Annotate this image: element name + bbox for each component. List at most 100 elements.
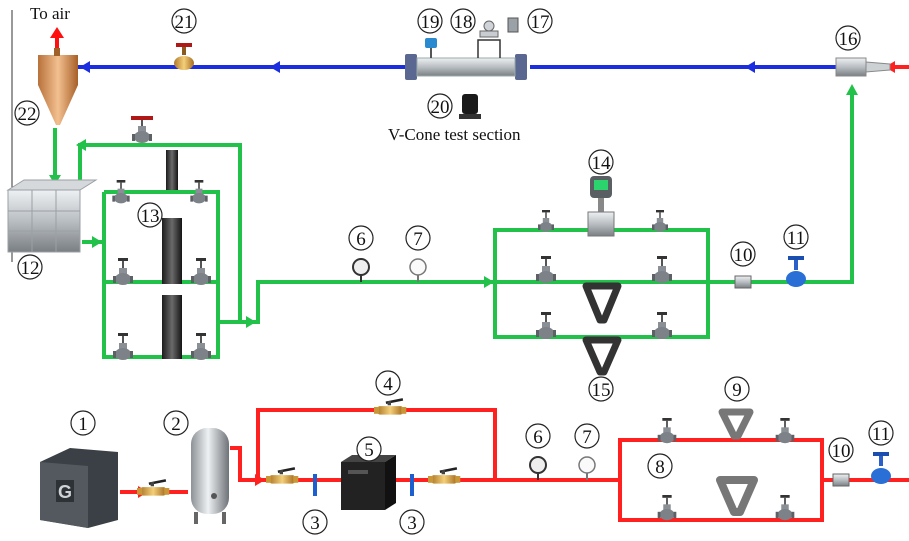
label-6-air: 6 bbox=[533, 427, 543, 448]
water-meter15-outlet-valve-icon[interactable] bbox=[652, 312, 672, 339]
compressor-ball-valve-icon[interactable] bbox=[137, 478, 171, 498]
label-22-circle bbox=[14, 100, 40, 126]
dryer-icon bbox=[341, 455, 396, 510]
label-2: 2 bbox=[171, 414, 181, 435]
label-9: 9 bbox=[732, 380, 742, 401]
label-20-circle bbox=[427, 93, 453, 119]
camera-icon bbox=[459, 94, 481, 119]
label-6-water: 6 bbox=[356, 229, 366, 250]
label-16: 16 bbox=[839, 29, 858, 50]
label-9-circle bbox=[724, 376, 750, 402]
label-7-water-circle bbox=[405, 225, 431, 251]
mix-arrows bbox=[80, 61, 755, 73]
air-meter8-outlet-valve-icon[interactable] bbox=[775, 495, 795, 521]
label-11-air: 11 bbox=[872, 424, 890, 445]
temperature-transmitter-icon bbox=[425, 38, 437, 58]
coriolis-meter-icon bbox=[582, 282, 622, 324]
pressure-gauge-icon bbox=[352, 258, 370, 282]
filter-icon-air bbox=[832, 473, 850, 487]
water-meter15-inlet-valve-icon[interactable] bbox=[536, 312, 556, 339]
label-20: 20 bbox=[431, 97, 450, 118]
pump-icon-1 bbox=[166, 150, 178, 190]
label-7-air: 7 bbox=[582, 427, 592, 448]
pump3-inlet-valve-icon[interactable] bbox=[113, 333, 133, 360]
water-tank-icon bbox=[6, 179, 98, 253]
label-11-air-circle bbox=[868, 420, 894, 446]
label-6-water-circle bbox=[348, 225, 374, 251]
label-15: 15 bbox=[592, 380, 611, 401]
pump-icon-2 bbox=[162, 218, 182, 284]
label-12: 12 bbox=[21, 258, 40, 279]
water-meter-main-outlet-valve-icon[interactable] bbox=[652, 256, 672, 283]
label-21-circle bbox=[171, 8, 197, 34]
return-valve-handwheel[interactable] bbox=[131, 116, 153, 120]
dryer-outlet-ball-valve-icon[interactable] bbox=[428, 466, 462, 486]
globe-valve-icon-air[interactable] bbox=[871, 452, 891, 484]
pump-icon-3 bbox=[162, 295, 182, 359]
air-meter9-inlet-valve-icon[interactable] bbox=[657, 418, 677, 444]
label-7-air-circle bbox=[574, 423, 600, 449]
dp-transmitter-icon bbox=[507, 17, 519, 33]
label-1-circle bbox=[70, 410, 96, 436]
label-4: 4 bbox=[383, 374, 393, 395]
air-meter9-outlet-valve-icon[interactable] bbox=[775, 418, 795, 444]
v-cone-meter-icon bbox=[405, 39, 527, 80]
label-13-circle bbox=[137, 202, 163, 228]
label-7-water: 7 bbox=[413, 229, 423, 250]
label-1: 1 bbox=[78, 414, 88, 435]
vortex-meter-icon bbox=[587, 176, 615, 237]
air-filter-icon-a bbox=[313, 474, 317, 496]
coriolis-meter-icon-15 bbox=[582, 336, 622, 376]
label-8: 8 bbox=[655, 457, 665, 478]
cyclone-separator-icon bbox=[38, 48, 78, 125]
label-3b: 3 bbox=[407, 513, 417, 534]
label-10-air: 10 bbox=[832, 441, 851, 462]
compressor-icon: G bbox=[40, 448, 118, 528]
water-meter14-inlet-valve-icon[interactable] bbox=[538, 210, 554, 232]
globe-valve-icon[interactable] bbox=[786, 256, 806, 287]
label-17: 17 bbox=[531, 12, 550, 33]
label-17-circle bbox=[527, 8, 553, 34]
water-meter14-outlet-valve-icon[interactable] bbox=[652, 210, 668, 232]
label-12-circle bbox=[17, 254, 43, 280]
pressure-gauge-icon-air bbox=[529, 456, 547, 480]
label-18: 18 bbox=[454, 12, 473, 33]
label-21: 21 bbox=[175, 12, 194, 33]
label-2-circle bbox=[163, 410, 189, 436]
pump-bank bbox=[112, 150, 211, 360]
label-11-water-circle bbox=[783, 224, 809, 250]
pump3-outlet-valve-icon[interactable] bbox=[191, 333, 211, 360]
label-3b-circle bbox=[399, 509, 425, 535]
label-5: 5 bbox=[364, 440, 374, 461]
label-10-air-circle bbox=[828, 437, 854, 463]
v-cone-section-label: V-Cone test section bbox=[388, 125, 521, 144]
label-5-circle bbox=[356, 436, 382, 462]
pump2-outlet-valve-icon[interactable] bbox=[191, 258, 211, 285]
svg-text:G: G bbox=[58, 482, 72, 502]
bypass-inlet-ball-valve-icon[interactable] bbox=[266, 466, 300, 486]
label-3a-circle bbox=[302, 509, 328, 535]
water-meter-main-inlet-valve-icon[interactable] bbox=[536, 256, 556, 283]
label-4-circle bbox=[375, 370, 401, 396]
to-air-label: To air bbox=[30, 4, 70, 23]
label-13: 13 bbox=[141, 206, 160, 227]
filter-icon bbox=[734, 275, 752, 289]
pump2-inlet-valve-icon[interactable] bbox=[113, 258, 133, 285]
water-line bbox=[53, 90, 854, 359]
return-globe-valve-icon[interactable] bbox=[132, 116, 152, 143]
label-19-circle bbox=[417, 8, 443, 34]
bypass-ball-valve-icon[interactable] bbox=[374, 397, 408, 417]
air-line bbox=[120, 408, 909, 522]
pressure-transmitter-icon bbox=[479, 20, 499, 38]
label-19: 19 bbox=[421, 12, 440, 33]
label-18-circle bbox=[450, 8, 476, 34]
outlet-globe-valve-icon[interactable] bbox=[174, 43, 194, 70]
thermometer-icon bbox=[409, 258, 427, 282]
air-filter-icon-b bbox=[410, 474, 414, 496]
label-16-circle bbox=[835, 25, 861, 51]
air-meter8-inlet-valve-icon[interactable] bbox=[657, 495, 677, 521]
mixer-icon bbox=[835, 57, 891, 77]
label-6-air-circle bbox=[525, 423, 551, 449]
label-10-water: 10 bbox=[734, 245, 753, 266]
air-coriolis-meter-icon-8 bbox=[716, 476, 758, 516]
